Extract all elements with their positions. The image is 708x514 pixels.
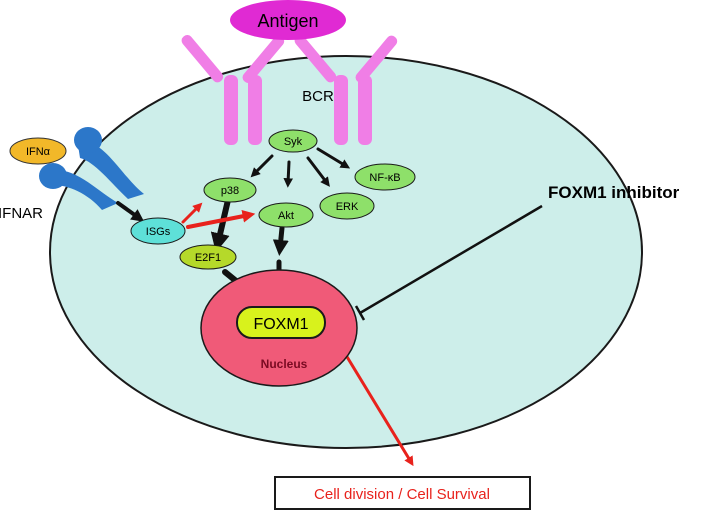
p38-node: p38 bbox=[203, 177, 257, 203]
red-arrows bbox=[181, 202, 414, 467]
bcr-receptor-left bbox=[181, 34, 285, 145]
ifna-node bbox=[9, 137, 67, 165]
e2f1-node: E2F1 bbox=[179, 244, 237, 270]
foxm1-inhibitor-label: FOXM1 inhibitor bbox=[548, 183, 680, 202]
arrow-isgs-akt bbox=[186, 209, 256, 229]
arrow-foxm1-outcome bbox=[336, 340, 414, 467]
nucleus-label: Nucleus bbox=[261, 357, 308, 371]
ifnar-label: IFNAR bbox=[0, 205, 43, 222]
nfkb-node: NF-κB bbox=[354, 163, 416, 191]
erk-node: ERK bbox=[319, 192, 375, 220]
foxm1-node bbox=[236, 306, 326, 339]
arrow-isgs-p38 bbox=[181, 202, 203, 224]
isgs-label: ISGs bbox=[146, 226, 171, 238]
arrow-syk-p38 bbox=[250, 154, 274, 178]
isgs-node: ISGs bbox=[130, 217, 186, 245]
arrow-syk-nfkb bbox=[316, 147, 351, 169]
arrow-syk-erk bbox=[306, 156, 330, 187]
erk-label: ERK bbox=[336, 201, 359, 213]
syk-label: Syk bbox=[284, 136, 303, 148]
outcome-label: Cell division / Cell Survival bbox=[314, 486, 490, 503]
p38-label: p38 bbox=[221, 185, 239, 197]
bcr-label: BCR bbox=[302, 88, 334, 105]
antigen-label: Antigen bbox=[257, 11, 318, 31]
akt-label: Akt bbox=[278, 210, 294, 222]
outcome-box bbox=[274, 476, 531, 510]
inhibition-line bbox=[354, 204, 543, 321]
ifnar-receptor bbox=[39, 127, 144, 210]
arrow-akt-nucleus bbox=[272, 225, 289, 256]
arrow-syk-akt bbox=[283, 160, 294, 188]
ifna-label: IFNα bbox=[26, 146, 51, 158]
bcr-receptor-right bbox=[294, 34, 398, 145]
cell-body bbox=[49, 55, 643, 449]
antigen-node bbox=[230, 0, 346, 40]
akt-node: Akt bbox=[258, 202, 314, 228]
e2f1-label: E2F1 bbox=[195, 252, 221, 264]
syk-node: Syk bbox=[268, 129, 318, 153]
nfkb-label: NF-κB bbox=[369, 172, 400, 184]
arrow-ifnar-isgs bbox=[116, 201, 145, 222]
foxm1-label: FOXM1 bbox=[253, 316, 308, 333]
